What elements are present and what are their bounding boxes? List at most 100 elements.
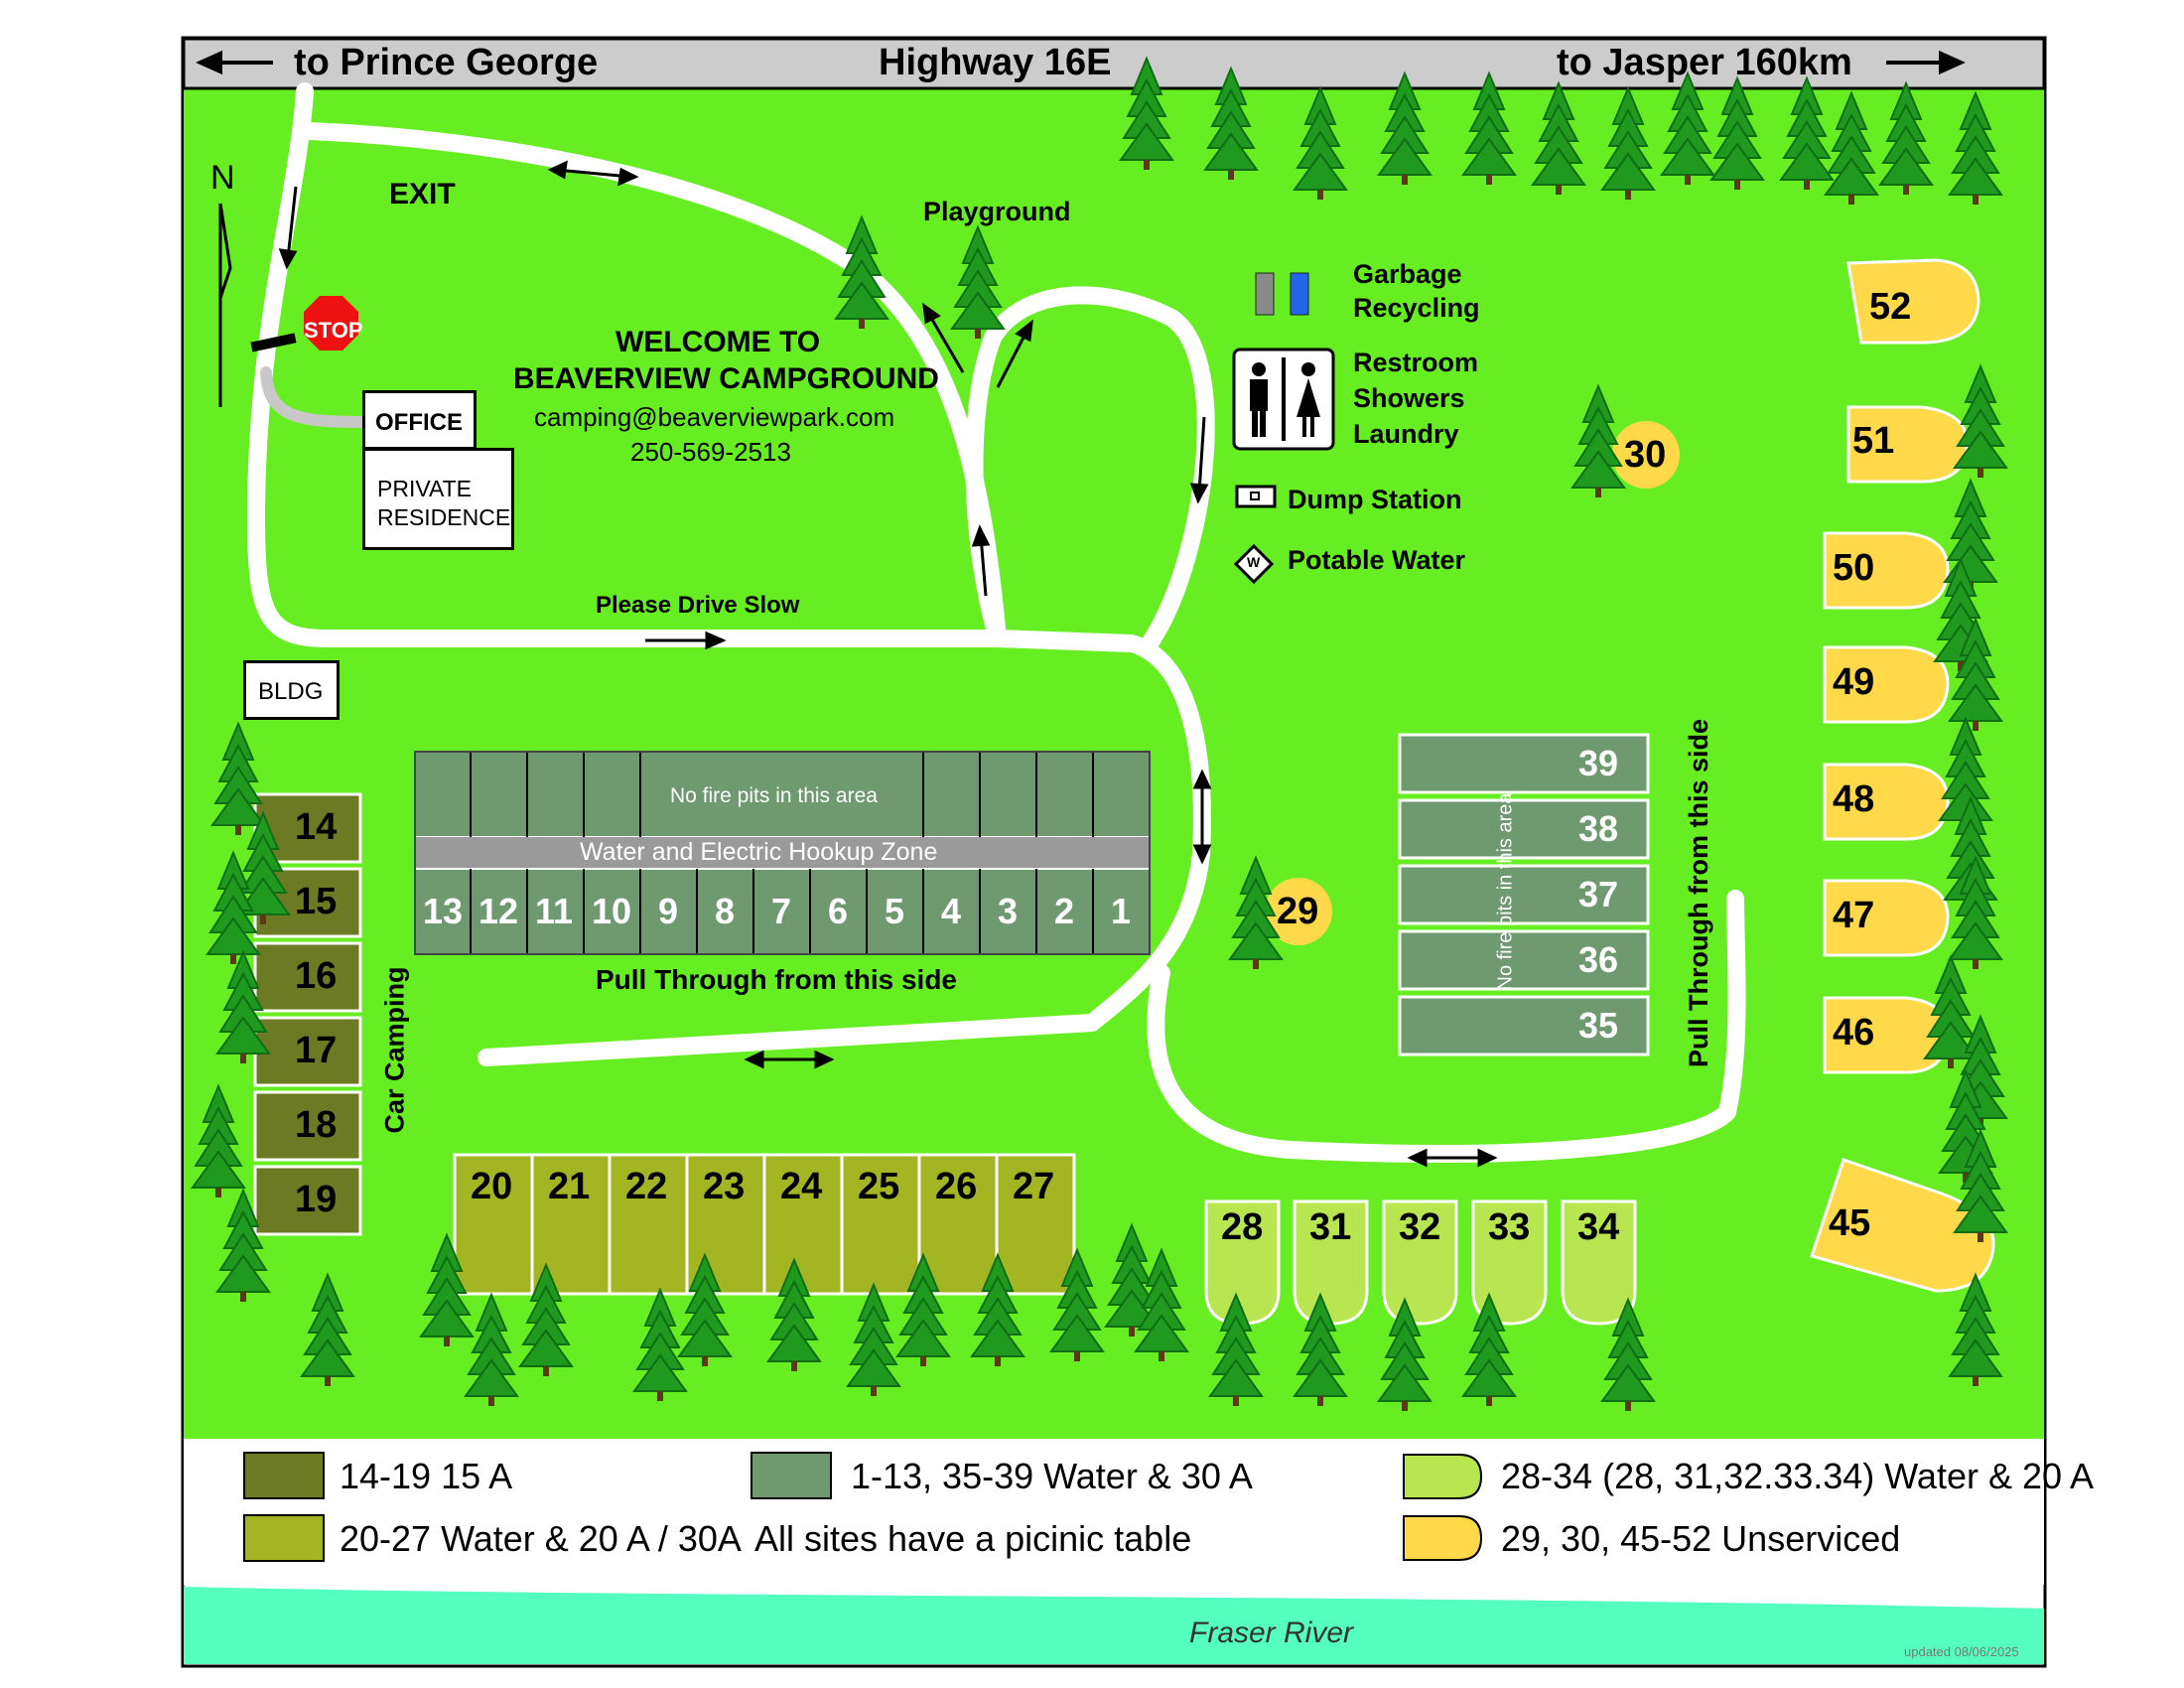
site-36[interactable]: 36 (1578, 939, 1619, 980)
fraser-river (184, 1587, 2044, 1664)
pine-tree-icon (632, 1287, 688, 1401)
site-5[interactable]: 5 (885, 891, 905, 931)
hookup-zone-label: Water and Electric Hookup Zone (580, 838, 938, 866)
site-31[interactable]: 31 (1309, 1206, 1352, 1248)
site-35[interactable]: 35 (1578, 1005, 1619, 1046)
road-entrance (247, 82, 1007, 647)
site-7[interactable]: 7 (771, 891, 792, 931)
bldg-label: BLDG (258, 678, 324, 705)
site-14[interactable]: 14 (295, 806, 338, 848)
site-19[interactable]: 19 (295, 1179, 338, 1220)
pine-tree-icon (210, 721, 266, 835)
site-10[interactable]: 10 (592, 891, 632, 931)
pine-tree-icon (677, 1252, 733, 1366)
site-34[interactable]: 34 (1577, 1206, 1620, 1248)
site-38[interactable]: 38 (1578, 808, 1619, 849)
site-47[interactable]: 47 (1833, 895, 1875, 936)
stop-sign-icon (250, 296, 358, 352)
car-camping-label: Car Camping (379, 966, 410, 1134)
welcome-line1: WELCOME TO (615, 326, 821, 358)
arrow-left-icon (196, 50, 273, 75)
arrow-icon (996, 319, 1033, 388)
site-9[interactable]: 9 (658, 891, 679, 931)
site-48[interactable]: 48 (1833, 778, 1875, 820)
pine-tree-icon (1824, 90, 1879, 205)
site-16[interactable]: 16 (295, 955, 338, 997)
pine-tree-icon (1049, 1247, 1105, 1361)
welcome-phone[interactable]: 250-569-2513 (630, 437, 791, 467)
site-32[interactable]: 32 (1399, 1206, 1441, 1248)
private-residence-box: PRIVATE RESIDENCE (362, 448, 514, 550)
legend-text-28-34: 28-34 (28, 31,32.33.34) Water & 20 A (1501, 1456, 2095, 1496)
site-27[interactable]: 27 (1013, 1166, 1055, 1207)
site-21[interactable]: 21 (548, 1166, 591, 1207)
site-26[interactable]: 26 (935, 1166, 978, 1207)
site-24[interactable]: 24 (780, 1166, 823, 1207)
site-33[interactable]: 33 (1488, 1206, 1531, 1248)
site-22[interactable]: 22 (625, 1166, 668, 1207)
site-39[interactable]: 39 (1578, 743, 1619, 783)
site-17[interactable]: 17 (295, 1030, 338, 1071)
two-way-arrow-icon (744, 1050, 835, 1069)
site-51[interactable]: 51 (1852, 420, 1895, 462)
pine-tree-icon (950, 224, 1006, 339)
trees (191, 56, 2008, 1411)
site-52[interactable]: 52 (1869, 286, 1912, 328)
legend-swatches (243, 1452, 1483, 1562)
site-11[interactable]: 11 (535, 891, 574, 931)
arrow-icon (922, 302, 965, 373)
welcome-email[interactable]: camping@beaverviewpark.com (534, 402, 895, 432)
site-2[interactable]: 2 (1054, 891, 1075, 931)
legend-swatch-14-19 (243, 1452, 325, 1499)
site-25[interactable]: 25 (858, 1166, 900, 1207)
pine-tree-icon (1570, 383, 1626, 497)
site-46[interactable]: 46 (1833, 1012, 1875, 1054)
office-box: OFFICE (362, 390, 477, 450)
site-13[interactable]: 13 (423, 891, 464, 931)
drive-slow-label: Please Drive Slow (596, 592, 800, 619)
pine-tree-icon (1660, 70, 1715, 185)
hookup-zone-top (414, 751, 1151, 838)
site-6[interactable]: 6 (828, 891, 849, 931)
pine-tree-icon (1948, 90, 2003, 205)
pine-tree-icon (1119, 56, 1174, 170)
pine-tree-icon (1948, 855, 2003, 969)
site-30-marker (1612, 421, 1680, 489)
site-12[interactable]: 12 (478, 891, 519, 931)
site-50[interactable]: 50 (1833, 547, 1875, 589)
pine-tree-icon (1938, 716, 1993, 830)
site-29[interactable]: 29 (1277, 891, 1319, 932)
pine-tree-icon (1779, 75, 1835, 190)
site-37[interactable]: 37 (1578, 874, 1619, 914)
potable-water-label: Potable Water (1288, 545, 1466, 575)
road-arrows (278, 160, 1498, 1168)
site-15[interactable]: 15 (295, 881, 338, 922)
highway-band (182, 37, 2046, 90)
site-20[interactable]: 20 (471, 1166, 513, 1207)
site-49[interactable]: 49 (1833, 661, 1875, 703)
site-18[interactable]: 18 (295, 1104, 338, 1146)
site-4[interactable]: 4 (941, 891, 962, 931)
river-label: Fraser River (1189, 1617, 1354, 1649)
site-1[interactable]: 1 (1111, 891, 1132, 931)
site-23[interactable]: 23 (703, 1166, 746, 1207)
pine-tree-icon (834, 214, 889, 329)
sites-35-39 (1398, 733, 1650, 1056)
site-45[interactable]: 45 (1829, 1202, 1871, 1244)
site-3[interactable]: 3 (998, 891, 1019, 931)
arrow-right-icon (645, 631, 727, 650)
arrow-down-icon (278, 186, 298, 270)
site-28[interactable]: 28 (1221, 1206, 1264, 1248)
legend-text-20-27: 20-27 Water & 20 A / 30A (340, 1518, 742, 1559)
north-arrow-icon (218, 203, 232, 407)
pine-tree-icon (1377, 1297, 1433, 1411)
dump-station-icon (1235, 485, 1277, 508)
site-8[interactable]: 8 (715, 891, 736, 931)
site-30[interactable]: 30 (1624, 434, 1667, 476)
legend-text-unserviced: 29, 30, 45-52 Unserviced (1501, 1518, 1901, 1559)
office-label: OFFICE (375, 409, 463, 436)
legend-swatch-20-27 (243, 1514, 325, 1562)
restroom-icon (1232, 348, 1335, 451)
potable-water-symbol: W (1247, 554, 1261, 570)
pine-tree-icon (1293, 85, 1348, 200)
